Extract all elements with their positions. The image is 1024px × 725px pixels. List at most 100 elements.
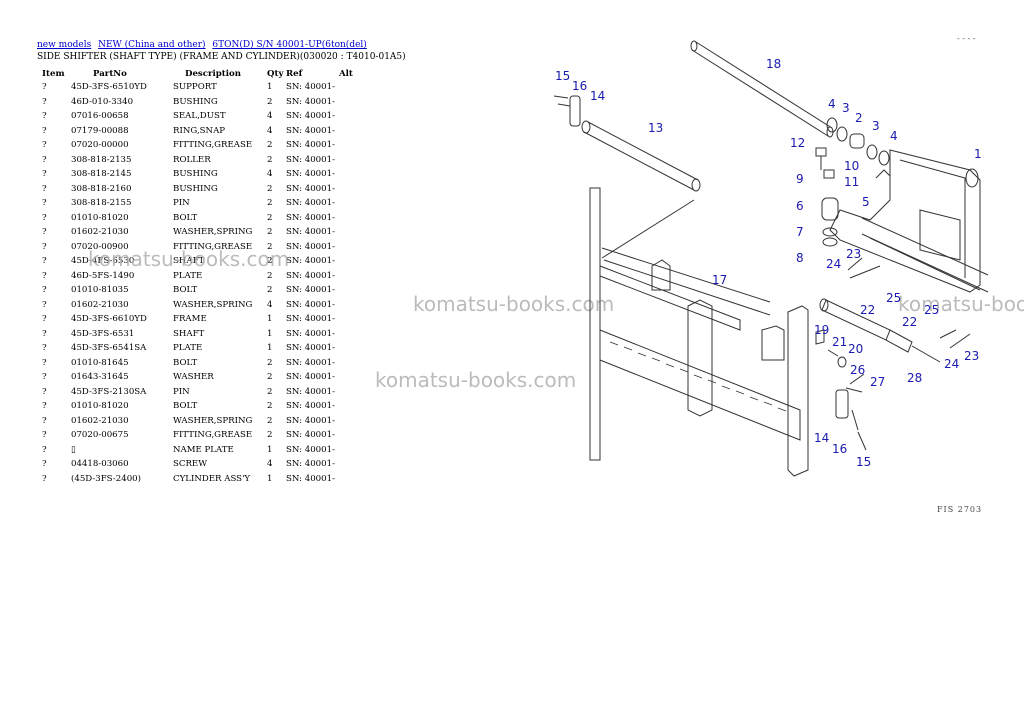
cell-description: WASHER,SPRING [173, 227, 253, 237]
callout-3b: 3 [872, 119, 880, 133]
cell-partno: 01643-31645 [71, 372, 129, 382]
cell-qty: 2 [267, 183, 273, 194]
cell-description: SCREW [173, 459, 208, 469]
cell-partno: ▯ [71, 444, 76, 455]
callout-25: 25 [886, 291, 901, 305]
cell-ref: SN: 40001- [286, 241, 335, 252]
cell-partno: 45D-3FS-6541SA [71, 343, 147, 353]
cell-description: PLATE [173, 270, 203, 281]
cell-ref: SN: 40001- [286, 357, 335, 368]
cell-alt [339, 386, 359, 401]
watermark: komatsu-books.com [898, 292, 1024, 316]
col-header-description: Description [185, 68, 242, 79]
cell-description: ROLLER [173, 154, 211, 165]
cell-description: RING,SNAP [173, 125, 226, 136]
cell-description: NAME PLATE [173, 444, 234, 455]
cell-description: BUSHING [173, 96, 218, 107]
cell-alt [339, 357, 359, 372]
callout-20: 20 [848, 342, 863, 356]
cell-item: ? [42, 299, 47, 310]
cell-ref: SN: 40001- [286, 343, 335, 353]
cell-alt [339, 168, 359, 183]
cell-partno: (45D-3FS-2400) [71, 473, 142, 484]
cell-qty: 1 [267, 82, 273, 92]
corner-mark: - - - - [957, 34, 976, 43]
cell-partno: 45D-3FS-6510YD [71, 82, 147, 92]
cell-partno: 04418-03060 [71, 459, 129, 469]
callout-18: 18 [766, 57, 781, 71]
callout-22: 22 [860, 303, 875, 317]
cell-item: ? [42, 386, 47, 397]
cell-qty: 2 [267, 357, 273, 368]
cell-ref: SN: 40001- [286, 256, 335, 266]
cell-item: ? [42, 140, 47, 150]
breadcrumb-link-machine[interactable]: 6TON(D) S/N 40001-UP(6ton(del) [212, 40, 367, 50]
cell-alt [339, 415, 359, 430]
cell-alt [339, 458, 359, 473]
cell-description: PIN [173, 386, 190, 397]
cell-partno: 01602-21030 [71, 299, 129, 310]
cell-qty: 2 [267, 241, 273, 252]
cell-ref: SN: 40001- [286, 96, 335, 107]
cell-partno: 308-818-2160 [71, 183, 132, 194]
cell-partno: 01602-21030 [71, 415, 129, 426]
callout-9: 9 [796, 172, 804, 186]
cell-ref: SN: 40001- [286, 430, 335, 440]
cell-partno: 308-818-2145 [71, 169, 132, 179]
col-header-ref: Ref [286, 68, 303, 79]
cell-qty: 2 [267, 372, 273, 382]
cell-ref: SN: 40001- [286, 183, 335, 194]
callout-13: 13 [648, 121, 663, 135]
cell-partno: 01010-81020 [71, 401, 129, 411]
cell-description: BOLT [173, 212, 198, 223]
cell-alt [339, 328, 359, 343]
cell-partno: 01010-81035 [71, 285, 129, 295]
cell-partno: 45D-3FS-6531 [71, 328, 135, 339]
callout-27: 27 [870, 375, 885, 389]
cell-alt [339, 212, 359, 227]
figure-code: FIS 2703 [937, 505, 983, 514]
cell-qty: 2 [267, 96, 273, 107]
cell-alt [339, 139, 359, 154]
cell-item: ? [42, 111, 47, 121]
cell-alt [339, 125, 359, 140]
cell-qty: 4 [267, 459, 273, 469]
callout-28: 28 [907, 371, 922, 385]
callout-14: 14 [590, 89, 605, 103]
callout-5: 5 [862, 195, 870, 209]
callout-12: 12 [790, 136, 805, 150]
cell-item: ? [42, 343, 47, 353]
callout-6: 6 [796, 199, 804, 213]
cell-ref: SN: 40001- [286, 328, 335, 339]
cell-partno: 07179-00088 [71, 125, 129, 136]
callout-7: 7 [796, 225, 804, 239]
cell-ref: SN: 40001- [286, 212, 335, 223]
cell-description: BOLT [173, 285, 198, 295]
callout-2: 2 [855, 111, 863, 125]
breadcrumb-link-models[interactable]: new models [37, 40, 92, 50]
callout-25b: 25 [924, 303, 939, 317]
cell-alt [339, 241, 359, 256]
cell-qty: 2 [267, 401, 273, 411]
cell-item: ? [42, 328, 47, 339]
callout-26: 26 [850, 363, 865, 377]
cell-partno: 07020-00000 [71, 140, 129, 150]
cell-description: SHAFT [173, 256, 205, 266]
cell-alt [339, 429, 359, 444]
breadcrumb-link-region[interactable]: NEW (China and other) [98, 40, 206, 50]
cell-qty: 4 [267, 125, 273, 136]
cell-qty: 2 [267, 154, 273, 165]
